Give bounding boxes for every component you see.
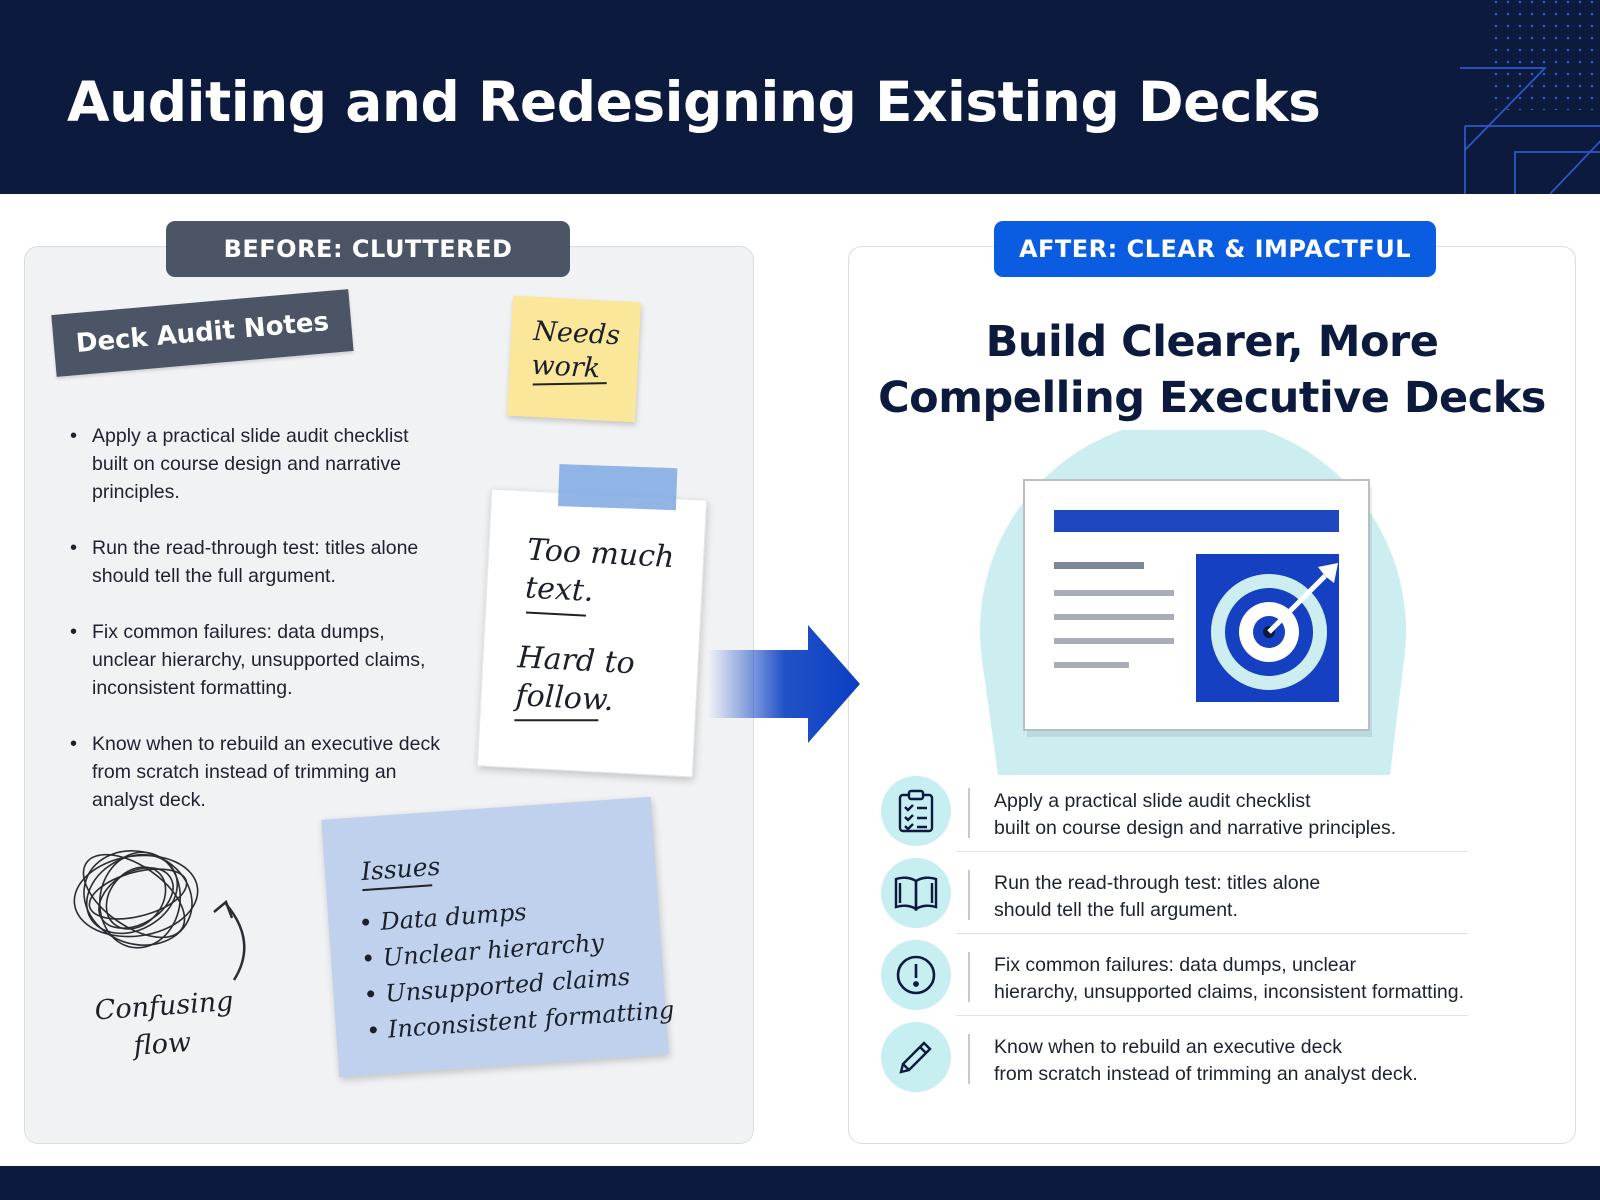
curved-arrow-icon [213, 899, 246, 981]
issues-list: Data dumps Unclear hierarchy Unsupported… [357, 884, 675, 1049]
headline-line: Compelling Executive Decks [878, 373, 1546, 423]
underline [514, 719, 599, 722]
transition-arrow-icon [708, 625, 860, 743]
feature-text: Fix common failures: data dumps, unclear… [994, 952, 1474, 1006]
feature-line: should tell the full argument. [994, 899, 1238, 921]
audit-bullet-list: Apply a practical slide audit checklist … [68, 422, 448, 842]
feature-line: Run the read-through test: titles alone [994, 872, 1321, 894]
after-headline: Build Clearer, More Compelling Executive… [860, 314, 1564, 426]
row-separator [956, 850, 1468, 852]
divider [968, 788, 970, 838]
feature-list: Apply a practical slide audit checklist … [876, 770, 1476, 1098]
feature-text: Know when to rebuild an executive deck f… [994, 1034, 1474, 1088]
needs-work-sticky-note: Needs work [506, 295, 642, 423]
geometric-decoration [1460, 0, 1600, 194]
feature-text: Apply a practical slide audit checklist … [994, 788, 1474, 842]
issues-sticky-note: Issues Data dumps Unclear hierarchy Unsu… [321, 796, 675, 1078]
open-book-icon [881, 858, 951, 928]
confusing-flow-label: Confusing flow [94, 984, 235, 1069]
feature-row: Apply a practical slide audit checklist … [876, 770, 1476, 852]
pencil-icon [881, 1022, 951, 1092]
feature-row: Know when to rebuild an executive deck f… [876, 1016, 1476, 1098]
underline [525, 611, 586, 617]
issues-title: Issues [360, 851, 442, 887]
feature-line: Know when to rebuild an executive deck [994, 1036, 1342, 1058]
audit-bullet: Fix common failures: data dumps, unclear… [68, 618, 448, 702]
feature-line: Fix common failures: data dumps, unclear [994, 954, 1356, 976]
divider [968, 1034, 970, 1084]
note-text-hard-to-follow: Hard to follow. [515, 639, 636, 721]
note-line: text. [524, 570, 595, 609]
clipboard-checklist-icon [881, 776, 951, 846]
before-tag: BEFORE: CLUTTERED [166, 221, 570, 277]
note-line: Hard to [516, 640, 636, 682]
audit-bullet: Run the read-through test: titles alone … [68, 534, 448, 590]
after-tag: AFTER: CLEAR & IMPACTFUL [994, 221, 1436, 277]
feature-row: Fix common failures: data dumps, unclear… [876, 934, 1476, 1016]
scribble-icon [73, 850, 199, 949]
row-separator [956, 932, 1468, 934]
audit-bullet: Know when to rebuild an executive deck f… [68, 730, 448, 814]
headline-line: Build Clearer, More [985, 317, 1439, 367]
header-banner: Auditing and Redesigning Existing Decks [0, 0, 1600, 194]
feature-line: Apply a practical slide audit checklist [994, 790, 1311, 812]
sticky-line: Needs [532, 315, 621, 352]
feature-line: from scratch instead of trimming an anal… [994, 1063, 1418, 1085]
footer-band [0, 1166, 1600, 1200]
taped-paper-note: Too much text. Hard to follow. [476, 464, 708, 778]
sticky-note-text: Needs work [531, 315, 621, 387]
page-title: Auditing and Redesigning Existing Decks [67, 70, 1321, 134]
divider [968, 870, 970, 920]
note-text-too-much: Too much text. [524, 532, 675, 616]
row-separator [956, 1014, 1468, 1016]
feature-text: Run the read-through test: titles alone … [994, 870, 1474, 924]
feature-row: Run the read-through test: titles alone … [876, 852, 1476, 934]
audit-bullet: Apply a practical slide audit checklist … [68, 422, 448, 506]
slide-target-illustration [980, 430, 1406, 775]
feature-line: hierarchy, unsupported claims, inconsist… [994, 981, 1465, 1003]
exclamation-circle-icon [881, 940, 951, 1010]
divider [968, 952, 970, 1002]
tape-strip [557, 464, 678, 511]
feature-line: built on course design and narrative pri… [994, 817, 1397, 839]
note-line: follow. [514, 678, 615, 719]
